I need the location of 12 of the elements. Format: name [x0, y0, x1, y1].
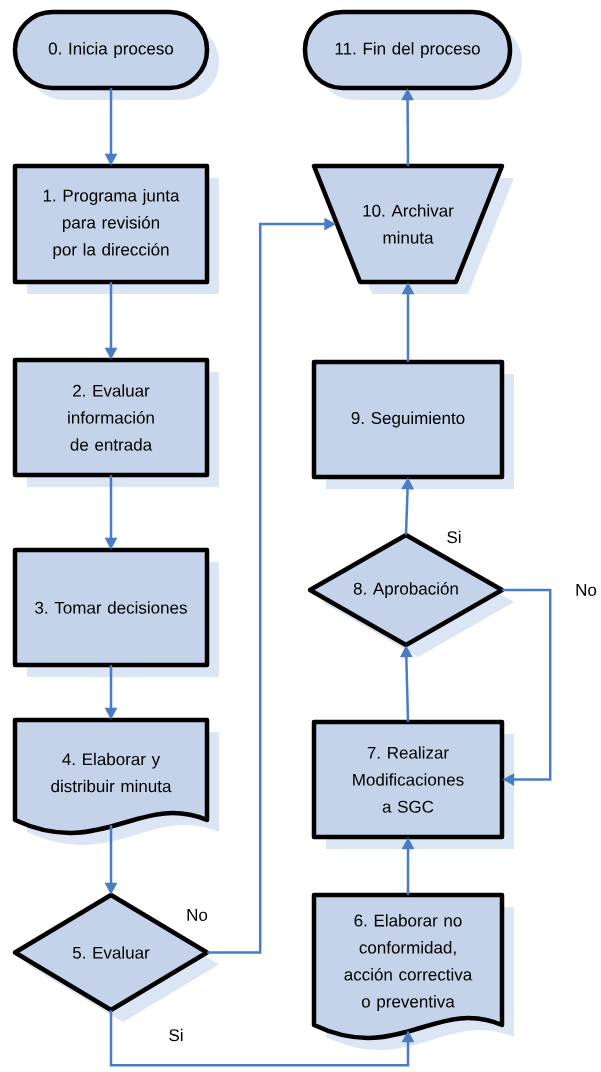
edge-label: Si: [167, 1027, 185, 1043]
edge-label: No: [574, 583, 598, 597]
process-box: 1. Programa junta para revisión por la dirección: [12, 163, 219, 294]
process-box: 7. Realizar Modificaciones a SGC: [311, 719, 514, 849]
process-box: 3. Tomar decisiones: [12, 547, 219, 677]
terminal-oval: 11. Fin del proceso: [302, 9, 522, 100]
process-box: 2. Evaluar información de entrada: [12, 357, 219, 487]
edge-label: Si: [445, 529, 463, 545]
terminal-oval: 0. Inicia proceso: [12, 9, 219, 100]
arrow: [502, 588, 552, 786]
process-box: 9. Seguimiento: [311, 359, 514, 489]
edge-label: No: [185, 908, 209, 922]
